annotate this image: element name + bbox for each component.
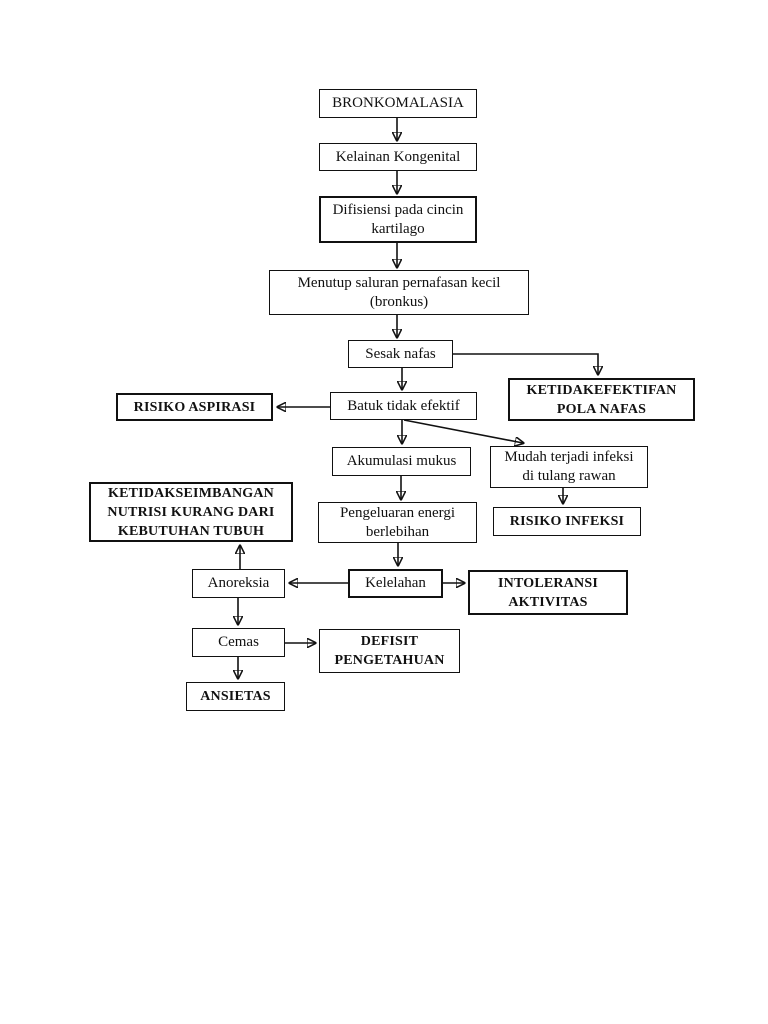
node-label-line: NUTRISI KURANG DARI bbox=[107, 504, 275, 520]
node-label-line: INTOLERANSI bbox=[498, 575, 598, 591]
node-batuk-tidak-efektif: Batuk tidak efektif bbox=[330, 392, 477, 420]
node-label-line: Menutup saluran pernafasan kecil bbox=[297, 274, 501, 291]
node-label-line: DEFISIT bbox=[360, 634, 419, 649]
node-sesak-nafas: Sesak nafas bbox=[348, 340, 453, 368]
node-label-line: Difisiensi pada cincin bbox=[332, 201, 464, 218]
node-ansietas: ANSIETAS bbox=[186, 682, 285, 711]
node-label-line: POLA NAFAS bbox=[556, 401, 647, 417]
node-cemas: Cemas bbox=[192, 628, 285, 657]
node-label-line: RISIKO ASPIRASI bbox=[133, 399, 256, 415]
node-label-line: (bronkus) bbox=[369, 293, 429, 310]
node-label-line: Anoreksia bbox=[207, 575, 270, 591]
node-bronkomalasia: BRONKOMALASIA bbox=[319, 89, 477, 118]
node-label-line: KETIDAKSEIMBANGAN bbox=[108, 485, 274, 501]
node-label-line: Batuk tidak efektif bbox=[347, 397, 460, 414]
node-ketidakseimbangan-nutrisi: KETIDAKSEIMBANGAN NUTRISI KURANG DARI KE… bbox=[89, 482, 293, 542]
node-label-line: BRONKOMALASIA bbox=[332, 95, 464, 111]
node-defisit-pengetahuan: DEFISIT PENGETAHUAN bbox=[319, 629, 460, 673]
node-mudah-infeksi: Mudah terjadi infeksi di tulang rawan bbox=[490, 446, 648, 488]
node-label-line: berlebihan bbox=[365, 523, 430, 540]
arrow-sesak-ketidakefektifan bbox=[453, 353, 598, 374]
node-intoleransi-aktivitas: INTOLERANSI AKTIVITAS bbox=[468, 570, 628, 615]
node-label-line: RISIKO INFEKSI bbox=[509, 514, 625, 529]
node-kelelahan: Kelelahan bbox=[348, 569, 443, 598]
node-label-line: PENGETAHUAN bbox=[334, 653, 445, 668]
node-anoreksia: Anoreksia bbox=[192, 569, 285, 598]
node-label-line: Pengeluaran energi bbox=[339, 504, 456, 521]
node-difisiensi: Difisiensi pada cincin kartilago bbox=[319, 196, 477, 243]
node-label-line: Kelelahan bbox=[365, 575, 426, 591]
node-label-line: di tulang rawan bbox=[522, 468, 616, 484]
arrow-batuk-mudah-infeksi bbox=[403, 419, 523, 443]
node-label-line: ANSIETAS bbox=[200, 689, 271, 704]
node-menutup-saluran: Menutup saluran pernafasan kecil (bronku… bbox=[269, 270, 529, 315]
node-label-line: Akumulasi mukus bbox=[346, 453, 457, 469]
node-label-line: kartilago bbox=[371, 220, 425, 237]
node-label-line: Sesak nafas bbox=[365, 345, 436, 362]
node-label-line: Cemas bbox=[218, 634, 259, 650]
node-risiko-aspirasi: RISIKO ASPIRASI bbox=[116, 393, 273, 421]
node-pengeluaran-energi: Pengeluaran energi berlebihan bbox=[318, 502, 477, 543]
node-label-line: KETIDAKEFEKTIFAN bbox=[526, 382, 677, 398]
node-label-line: KEBUTUHAN TUBUH bbox=[117, 523, 265, 539]
node-label-line: AKTIVITAS bbox=[508, 594, 588, 610]
node-label-line: Kelainan Kongenital bbox=[335, 148, 461, 165]
node-kelainan-kongenital: Kelainan Kongenital bbox=[319, 143, 477, 171]
node-ketidakefektifan-pola-nafas: KETIDAKEFEKTIFAN POLA NAFAS bbox=[508, 378, 695, 421]
node-risiko-infeksi: RISIKO INFEKSI bbox=[493, 507, 641, 536]
node-label-line: Mudah terjadi infeksi bbox=[504, 449, 634, 465]
node-akumulasi-mukus: Akumulasi mukus bbox=[332, 447, 471, 476]
